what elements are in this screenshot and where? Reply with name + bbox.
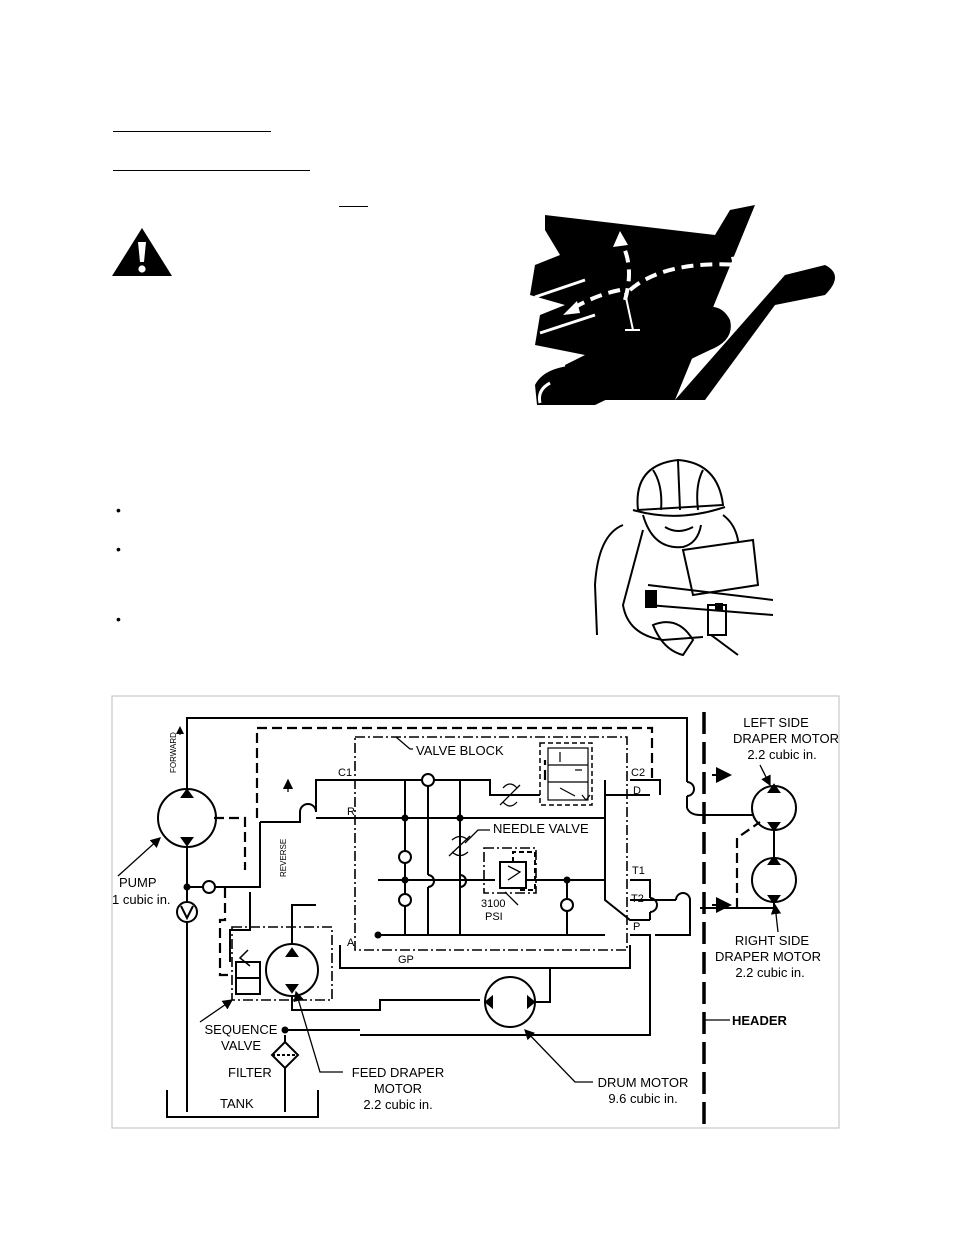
warning-triangle-icon	[112, 228, 172, 276]
port-c2: C2	[631, 767, 645, 779]
port-a: A	[347, 937, 355, 949]
pump-label: PUMP	[119, 875, 157, 890]
drum-motor-label: DRUM MOTOR	[598, 1075, 689, 1090]
left-draper-label-1: LEFT SIDE	[743, 715, 809, 730]
port-t2: T2	[631, 893, 644, 905]
feed-draper-label-2: MOTOR	[374, 1081, 422, 1096]
pump-size: 1 cubic in.	[112, 892, 171, 907]
right-draper-label-1: RIGHT SIDE	[735, 933, 809, 948]
forward-label: FORWARD	[169, 732, 178, 773]
filter-label: FILTER	[228, 1065, 272, 1080]
sequence-valve-label-1: SEQUENCE	[205, 1022, 278, 1037]
left-draper-label-2: DRAPER MOTOR	[733, 731, 839, 746]
relief-pressure-unit: PSI	[485, 911, 503, 923]
hydraulic-leak-injection-illustration	[530, 205, 835, 405]
tank-label: TANK	[220, 1096, 254, 1111]
port-p: P	[633, 921, 640, 933]
operator-safety-gear-illustration	[593, 458, 773, 657]
bullet-1: •	[116, 502, 121, 518]
drum-motor-size: 9.6 cubic in.	[608, 1091, 677, 1106]
bullet-2: •	[116, 541, 121, 557]
port-t1: T1	[632, 865, 645, 877]
sequence-valve-label-2: VALVE	[221, 1038, 261, 1053]
needle-valve-label: NEEDLE VALVE	[493, 821, 589, 836]
feed-draper-label-1: FEED DRAPER	[352, 1065, 444, 1080]
feed-draper-size: 2.2 cubic in.	[363, 1097, 432, 1112]
left-draper-size: 2.2 cubic in.	[747, 747, 816, 762]
port-r: R	[347, 806, 355, 818]
heading-underline-1	[113, 131, 271, 132]
header-label: HEADER	[732, 1013, 788, 1028]
right-draper-size: 2.2 cubic in.	[735, 965, 804, 980]
heading-underline-2	[113, 170, 310, 171]
relief-pressure-value: 3100	[481, 898, 505, 910]
port-d: D	[633, 785, 641, 797]
valve-block-label: VALVE BLOCK	[416, 743, 504, 758]
port-c1: C1	[338, 767, 352, 779]
emphasis-underline	[339, 206, 368, 207]
reverse-label: REVERSE	[279, 839, 288, 877]
right-draper-label-2: DRAPER MOTOR	[715, 949, 821, 964]
bullet-3: •	[116, 611, 121, 627]
port-gp: GP	[398, 954, 414, 966]
